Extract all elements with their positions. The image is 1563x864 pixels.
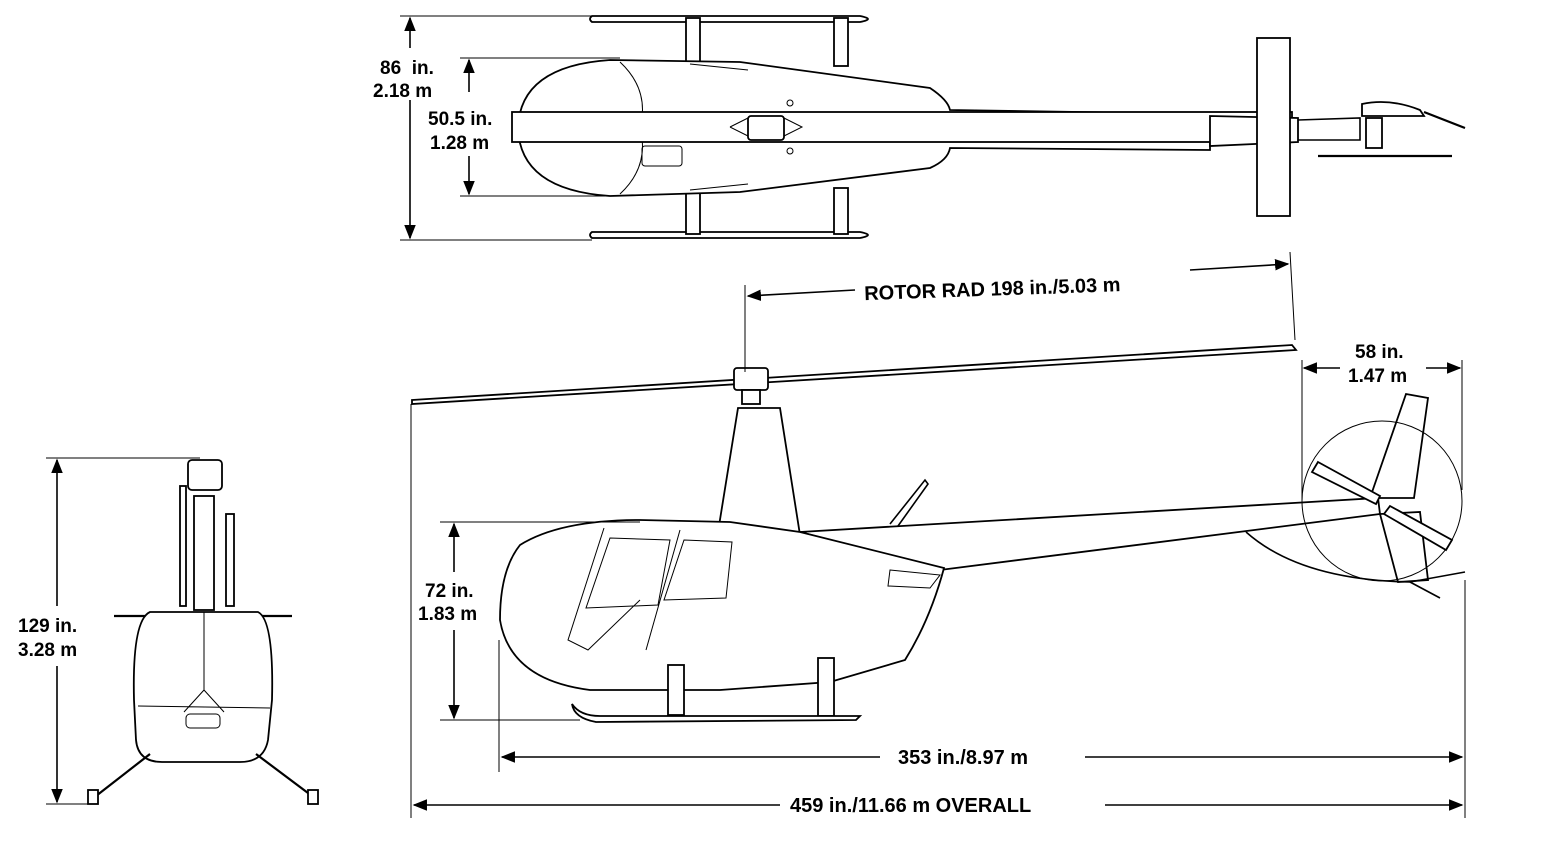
label-cabin-width-m: 1.28 m	[430, 133, 489, 154]
front-view-landing-lights	[185, 713, 221, 729]
side-view-tail-rotor-blade-upper	[1310, 460, 1382, 506]
top-view-upper-skid	[589, 15, 869, 23]
side-view-vertical-fin	[1368, 392, 1430, 499]
top-view-rotor-blade	[511, 111, 1293, 143]
top-view	[511, 15, 1466, 239]
top-view-lower-skid-strut-rear	[833, 187, 849, 235]
label-cabin-height-in: 72 in.	[425, 581, 474, 602]
dim-rotor-radius-arrow-right	[1189, 259, 1290, 271]
side-view-mast-fairing	[716, 407, 802, 536]
label-width-in: 86 in.	[380, 58, 434, 79]
front-view-skid-right	[255, 753, 313, 797]
front-view	[87, 459, 319, 805]
side-view-skid	[571, 703, 863, 723]
side-view-rear-window	[663, 539, 733, 601]
top-view-cabin-window	[641, 145, 683, 167]
side-view-skid-strut-rear	[817, 657, 835, 717]
side-view-rotor-hub	[733, 367, 769, 391]
front-view-rotor-hub	[187, 459, 223, 491]
side-view-front-window	[585, 537, 671, 609]
side-view	[411, 344, 1466, 723]
top-view-upper-skid-strut-front	[685, 17, 701, 67]
label-width-m: 2.18 m	[373, 81, 432, 102]
top-view-upper-skid-strut-rear	[833, 17, 849, 67]
side-view-skid-strut-front	[667, 664, 685, 716]
top-view-lower-skid	[589, 231, 869, 239]
label-height-in: 129 in.	[18, 616, 77, 637]
label-cabin-width-in: 50.5 in.	[428, 109, 492, 130]
label-tail-rotor-in: 58 in.	[1355, 342, 1404, 363]
dimension-lines	[46, 15, 1466, 818]
top-view-lower-skid-strut-front	[685, 187, 701, 235]
label-overall-length: 459 in./11.66 m OVERALL	[790, 795, 1031, 817]
label-tail-rotor-m: 1.47 m	[1348, 366, 1407, 387]
front-view-skid-left	[95, 753, 151, 797]
side-view-antenna	[889, 478, 929, 527]
top-view-rotor-hub	[747, 115, 785, 141]
top-view-horizontal-stabilizer	[1256, 37, 1291, 217]
side-view-tail-skid	[1245, 531, 1466, 583]
label-fuselage-length: 353 in./8.97 m	[898, 747, 1028, 769]
label-rotor-radius: ROTOR RAD 198 in./5.03 m	[864, 274, 1121, 305]
front-view-cabin	[132, 611, 274, 763]
side-view-main-rotor-blade	[411, 344, 1298, 405]
front-view-mast	[193, 495, 215, 611]
label-cabin-height-m: 1.83 m	[418, 604, 477, 625]
dim-rotor-radius-arrow-left	[746, 289, 856, 302]
top-view-tail-gearbox	[1361, 101, 1426, 117]
side-view-tail-rotor-blade-lower	[1382, 504, 1454, 552]
label-height-m: 3.28 m	[18, 640, 77, 661]
